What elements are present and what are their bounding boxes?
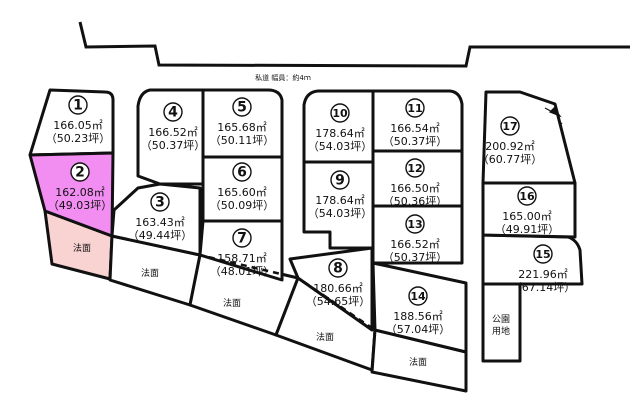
lot-area: 178.64㎡: [315, 194, 365, 207]
lot-tsubo: （57.04坪）: [386, 323, 451, 336]
lot-10: [302, 89, 375, 164]
slope-label: 法面: [409, 356, 427, 368]
lot-area: 162.08㎡: [55, 186, 105, 199]
lot-number: 7: [237, 231, 247, 247]
lot-tsubo: （67.14坪）: [511, 281, 576, 294]
lot-area: 166.54㎡: [390, 122, 440, 135]
lot-number: 12: [407, 162, 422, 175]
lot-number-circle: [150, 192, 170, 212]
lot-1: [28, 88, 115, 157]
lot-number: 8: [333, 261, 343, 277]
lot-area: 188.56㎡: [393, 310, 443, 323]
lot-number-circle: [163, 102, 183, 122]
lot-area: 158.71㎡: [217, 252, 267, 265]
lot-11: [371, 89, 464, 153]
slope-label: 法面: [73, 242, 91, 254]
lot-area: 178.64㎡: [315, 127, 365, 140]
lot-tsubo: （54.65坪）: [306, 295, 371, 308]
lot-number: 16: [519, 190, 535, 203]
lot-number-circle: [70, 162, 90, 182]
lot-area: 166.52㎡: [390, 238, 440, 251]
lot-area: 166.05㎡: [53, 119, 103, 132]
lot-number: 14: [410, 290, 426, 303]
lot-4: [136, 88, 205, 186]
lot-tsubo: （54.03坪）: [308, 207, 373, 220]
lot-13: [371, 204, 464, 265]
lot-tsubo: （50.37坪）: [141, 139, 206, 152]
slope-label: 法面: [141, 267, 159, 279]
lot-number-circle: [500, 116, 520, 136]
lot-area: 166.50㎡: [390, 182, 440, 195]
park-label-line1: 公園: [492, 314, 510, 325]
lot-number: 9: [335, 173, 345, 189]
lot-area: 180.66㎡: [313, 282, 363, 295]
lot-number: 17: [502, 120, 517, 133]
lot-number: 4: [168, 105, 178, 121]
lot-number: 2: [75, 165, 85, 181]
lot-labels: 1 166.05㎡（50.23坪） 2 162.08㎡（49.03坪） 3 163.43㎡…: [46, 95, 576, 336]
lot-area: 165.68㎡: [217, 121, 267, 134]
lot-number: 11: [407, 102, 422, 115]
lot-tsubo: （50.36坪）: [383, 195, 448, 208]
lot-number-circle: [517, 186, 537, 206]
lot-12: [371, 149, 464, 208]
park-land: [481, 282, 522, 363]
park-label-line2: 用地: [492, 325, 510, 337]
lot-5: [201, 88, 284, 159]
slope-label: 法面: [223, 297, 241, 309]
lot-tsubo: （54.03坪）: [308, 140, 373, 153]
lot-area: 200.92㎡: [485, 140, 535, 153]
road-boundary: [78, 21, 630, 68]
north-arrow-icon: [544, 107, 563, 125]
lot-tsubo: （50.37坪）: [383, 135, 448, 148]
slope-label: 法面: [316, 331, 334, 343]
lot-number: 15: [535, 248, 550, 261]
lot-number-circle: [330, 170, 350, 190]
road-label: 私道 幅員：約4ｍ: [255, 73, 311, 82]
lot-number: 10: [332, 107, 348, 120]
lot-number-circle: [533, 244, 553, 264]
lot-number: 1: [73, 98, 83, 114]
lot-area: 221.96㎡: [518, 268, 568, 281]
lot-tsubo: （49.44坪）: [128, 229, 193, 242]
lot-17: [481, 90, 577, 185]
lot-number: 6: [237, 165, 247, 181]
lot-number: 5: [237, 100, 247, 116]
lot-8: [288, 246, 374, 332]
lot-tsubo: （50.11坪）: [210, 134, 275, 147]
lot-tsubo: （49.91坪）: [495, 223, 560, 236]
lot-number-circle: [405, 214, 425, 234]
lot-tsubo: （50.09坪）: [210, 199, 275, 212]
lot-tsubo: （50.23坪）: [46, 132, 111, 145]
lot-number-circle: [232, 97, 252, 117]
lot-tsubo: （49.03坪）: [48, 199, 113, 212]
lot-number-circle: [330, 103, 350, 123]
lot-number-circle: [68, 95, 88, 115]
lot-area: 165.00㎡: [502, 210, 552, 223]
lot-number: 13: [407, 218, 422, 231]
lot-number-circle: [405, 158, 425, 178]
lot-tsubo: （48.01坪）: [210, 265, 275, 278]
lot-number: 3: [155, 195, 165, 211]
lot-number-circle: [408, 286, 428, 306]
lot-number-circle: [328, 258, 348, 278]
lot-area: 163.43㎡: [135, 216, 185, 229]
slope-boundary-line: [111, 234, 467, 354]
lot-number-circle: [405, 98, 425, 118]
lot-area: 166.52㎡: [148, 126, 198, 139]
lot-number-circle: [232, 162, 252, 182]
lot-tsubo: （50.37坪）: [383, 251, 448, 264]
lot-7: [198, 219, 284, 282]
lot-tsubo: （60.77坪）: [478, 153, 543, 166]
lot-number-circle: [232, 228, 252, 248]
lot-area: 165.60㎡: [217, 186, 267, 199]
